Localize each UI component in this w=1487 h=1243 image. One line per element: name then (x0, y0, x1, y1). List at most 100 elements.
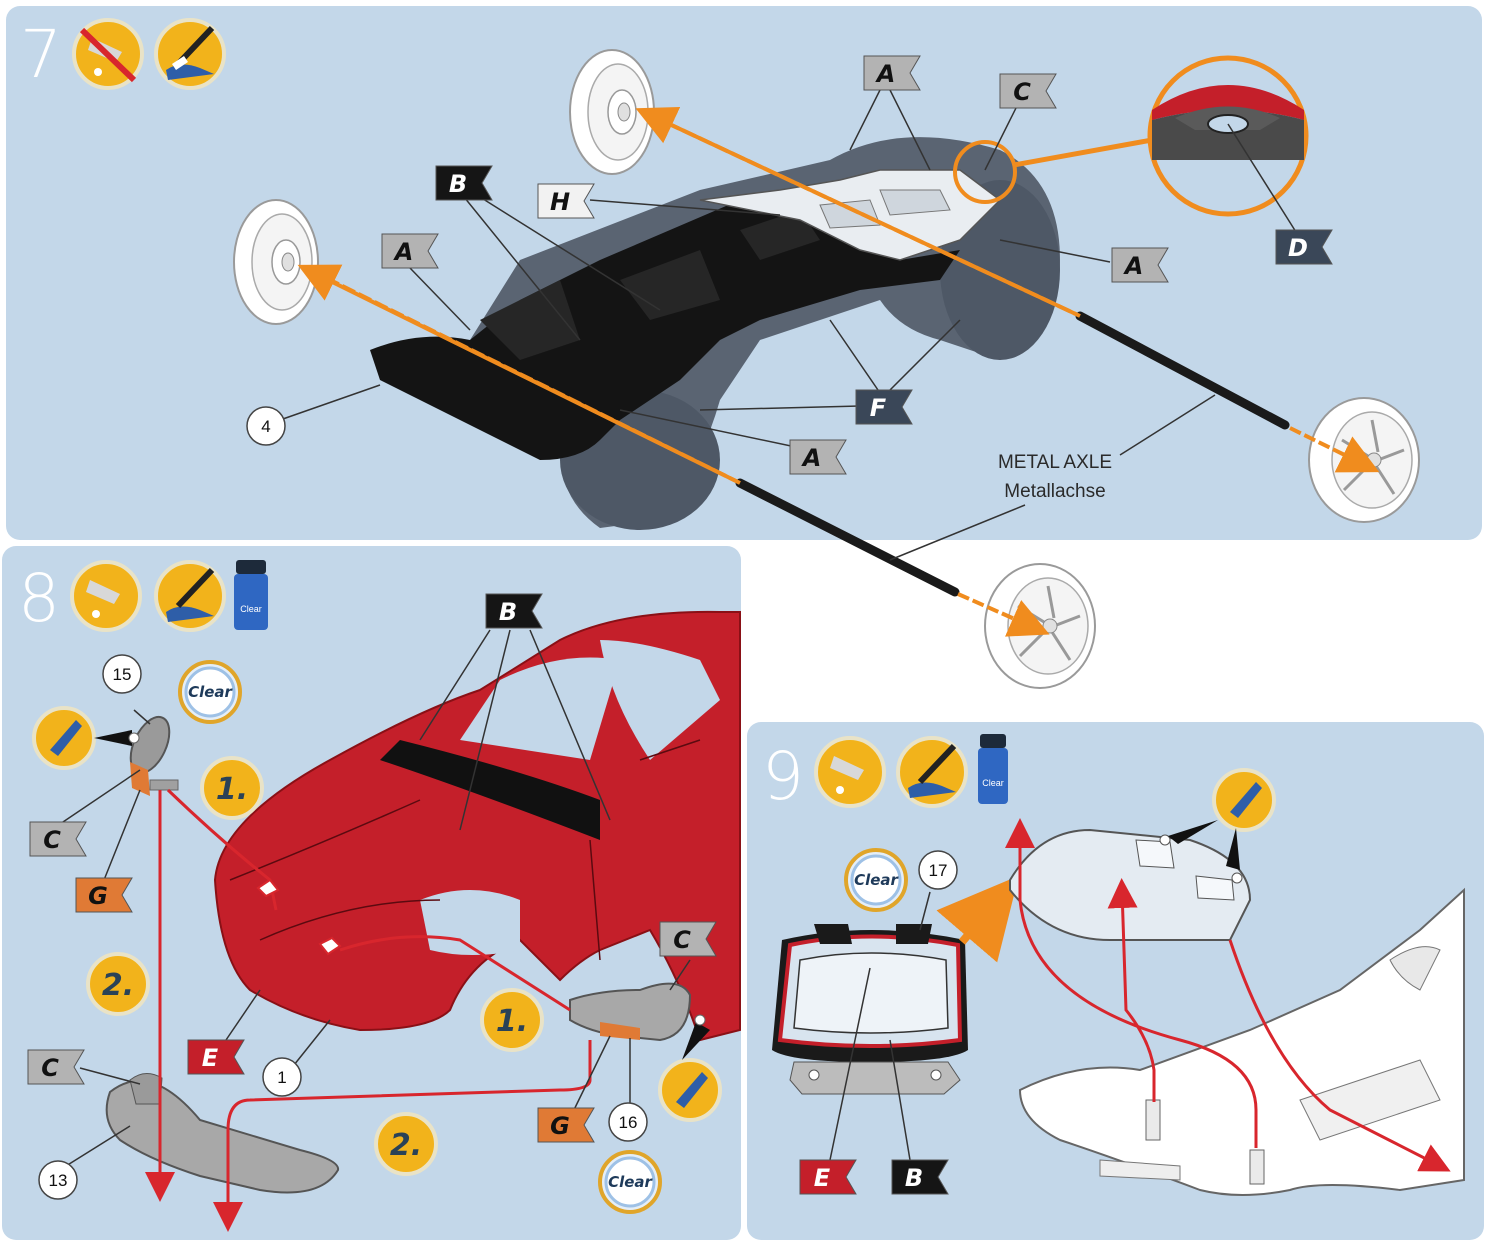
flag-p7_C_top: C (999, 73, 1057, 109)
substep-label: 1. (216, 772, 248, 807)
flag-p8_C_left: C (29, 821, 87, 857)
knife-cut-icon (1168, 768, 1276, 870)
flag-p7_A_right: A (1111, 247, 1169, 283)
flag-letter: A (801, 444, 822, 472)
flag-p7_F: F (855, 389, 913, 425)
substep-label: 1. (496, 1004, 528, 1039)
flag-p7_A_top: A (863, 55, 921, 91)
leader-lines-step8 (59, 629, 691, 1167)
clear-badge-label: Clear (608, 1173, 653, 1191)
part-number-label: 13 (49, 1171, 68, 1190)
part-number-p9_17: 17 (918, 850, 958, 890)
part-number-label: 4 (261, 417, 270, 436)
part-number-label: 1 (277, 1068, 286, 1087)
chassis-part-4 (370, 169, 1002, 460)
substep-badge-p8_1_left: 1. (200, 756, 264, 820)
metal-axle-rear (1075, 311, 1290, 430)
flag-p7_H: H (537, 183, 595, 219)
glue-icon (814, 736, 886, 808)
step-number-7: 7 (20, 16, 62, 93)
flag-p9_E: E (799, 1159, 857, 1195)
rear-left-wheel (569, 49, 655, 175)
flag-letter: A (875, 60, 896, 88)
paint-brush-icon (154, 560, 226, 632)
flag-letter: C (673, 926, 691, 954)
flag-p7_A_bottom: A (789, 439, 847, 475)
step8-icons: Clear (70, 560, 268, 632)
part-number-p7_4: 4 (246, 406, 286, 446)
flag-letter: C (1013, 78, 1031, 106)
metal-axle-front (735, 478, 960, 597)
flag-letter: B (449, 170, 467, 198)
flag-letter: D (1288, 234, 1308, 262)
flag-letter: E (814, 1164, 831, 1192)
bottle-label: Clear (982, 778, 1004, 788)
substep-label: 2. (102, 968, 134, 1003)
detail-zoom-d (953, 55, 1309, 233)
flag-letter: G (550, 1112, 570, 1140)
axle-label-en: METAL AXLE (998, 452, 1112, 473)
leader-lines-step9 (829, 891, 931, 1161)
flag-letter: F (870, 394, 887, 422)
part-number-p8_13: 13 (38, 1160, 78, 1200)
bumper-part-13 (105, 1073, 340, 1194)
flag-letter: C (43, 826, 61, 854)
part-number-label: 15 (113, 665, 132, 684)
flag-letter: B (905, 1164, 923, 1192)
flag-p8_C_right: C (659, 921, 717, 957)
flag-letter: E (202, 1044, 219, 1072)
paint-brush-icon (896, 736, 968, 808)
step9-icons: Clear (814, 734, 1008, 808)
clear-badge-p8_top: Clear (178, 660, 242, 724)
white-lower-body (1018, 887, 1465, 1196)
flag-p8_G_right: G (537, 1107, 595, 1143)
flag-letter: G (88, 882, 108, 910)
rear-right-wheel (1308, 397, 1420, 523)
guide-lines-step8 (145, 788, 592, 1232)
part-number-p8_1: 1 (262, 1057, 302, 1097)
substep-badge-p8_2_left: 2. (86, 952, 150, 1016)
flag-letter: A (393, 238, 414, 266)
flag-p7_D: D (1275, 229, 1333, 265)
leader-lines-step7 (279, 89, 1216, 561)
headlight-part-15 (129, 715, 179, 796)
flag-letter: B (499, 598, 517, 626)
clear-paint-bottle-icon: Clear (978, 734, 1008, 804)
flag-p8_C_bottomleft: C (27, 1049, 85, 1085)
flag-p7_A_left: A (381, 233, 439, 269)
step-number-8: 8 (18, 560, 60, 637)
clear-badge-label: Clear (188, 683, 233, 701)
orange-assembly-arrow (936, 875, 1019, 963)
part-number-p8_16: 16 (608, 1102, 648, 1142)
no-glue-icon (72, 18, 144, 90)
flag-letter: C (41, 1054, 59, 1082)
knife-cut-icon (658, 1014, 722, 1122)
interior-tub (1009, 828, 1252, 941)
flag-p8_G_left: G (75, 877, 133, 913)
part-number-p8_15: 15 (102, 654, 142, 694)
car-body-part-1 (213, 610, 741, 1042)
flag-letter: A (1123, 252, 1144, 280)
part-number-label: 17 (929, 861, 948, 880)
bottle-label: Clear (240, 604, 262, 614)
clear-badge-p8_bottom: Clear (598, 1150, 662, 1214)
glue-icon (70, 560, 142, 632)
flag-letter: H (550, 188, 570, 216)
flag-p9_B: B (891, 1159, 949, 1195)
knife-cut-icon (32, 706, 140, 770)
part-number-label: 16 (619, 1113, 638, 1132)
headlight-part-16 (569, 982, 692, 1042)
substep-label: 2. (390, 1128, 422, 1163)
step-number-9: 9 (762, 738, 804, 815)
flag-p7_B: B (435, 165, 493, 201)
windshield-part-17 (772, 924, 968, 1095)
guide-lines-step9 (1005, 818, 1451, 1172)
paint-brush-icon (154, 18, 226, 90)
substep-badge-p8_1_right: 1. (480, 988, 544, 1052)
flag-p8_E: E (187, 1039, 245, 1075)
substep-badge-p8_2_right: 2. (374, 1112, 438, 1176)
axle-label-de: Metallachse (1004, 481, 1105, 502)
clear-paint-bottle-icon: Clear (234, 560, 268, 630)
front-right-wheel (984, 563, 1096, 689)
